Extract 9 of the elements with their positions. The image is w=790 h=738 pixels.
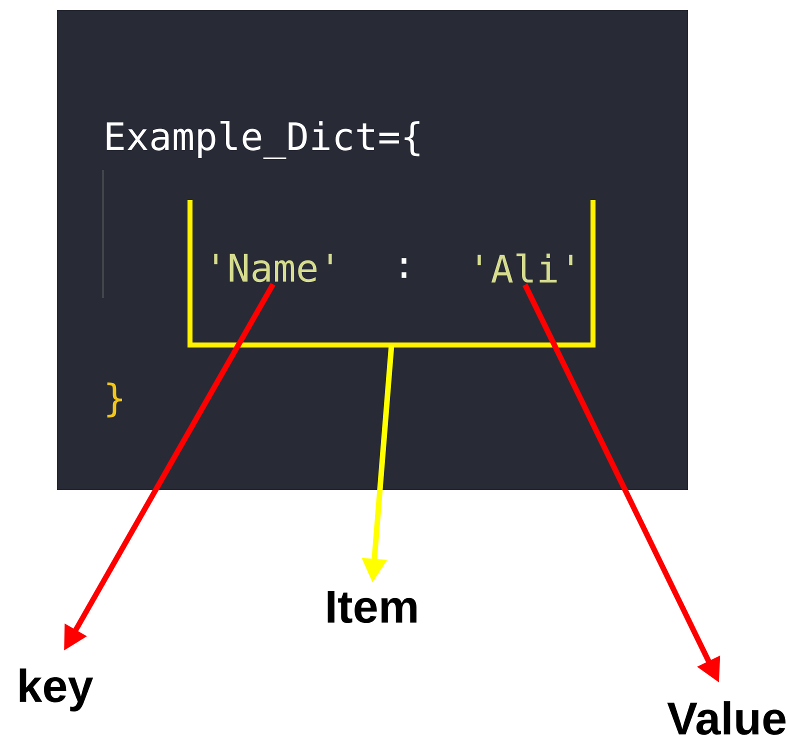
code-line: Example_Dict={: [106, 120, 420, 159]
closing-brace: }: [107, 382, 122, 418]
code-string: 'Name': [214, 254, 332, 282]
bracket: [188, 200, 596, 348]
annotation-label: key: [20, 668, 94, 712]
annotation-label: Value: [667, 701, 786, 735]
code-string: 'Ali': [478, 253, 572, 283]
annotation-label: Item: [328, 590, 416, 624]
code-colon: :: [402, 258, 406, 278]
